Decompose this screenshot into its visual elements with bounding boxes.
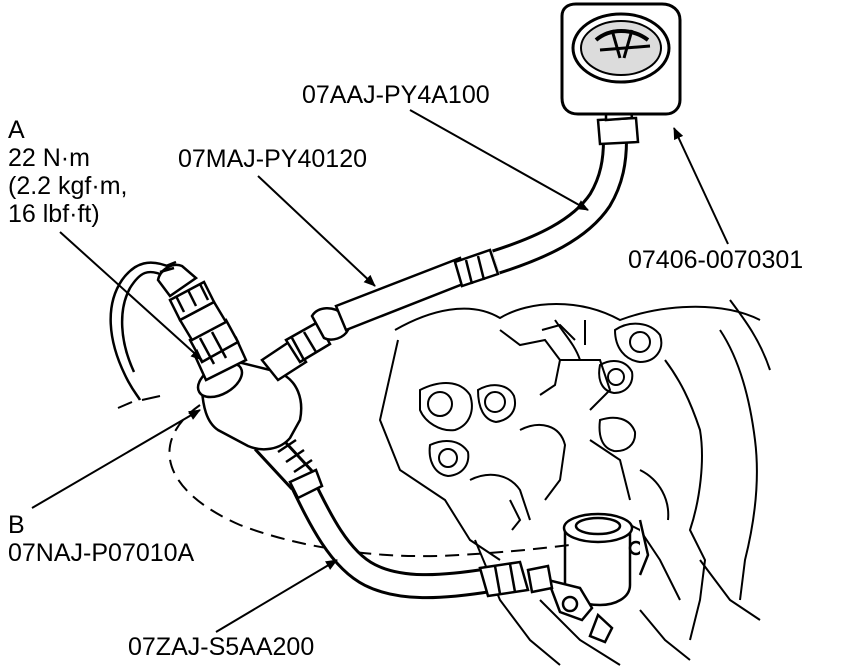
callout-b: B 07NAJ-P07010A	[8, 511, 194, 567]
engine-body	[378, 299, 771, 666]
pressure-gauge	[560, 2, 682, 116]
gauge-hose	[492, 100, 640, 275]
callout-a-torque-lbfft: 16 lbf·ft)	[8, 200, 100, 228]
fitting-b	[156, 260, 332, 451]
callout-lower-hose: 07ZAJ-S5AA200	[128, 633, 315, 661]
leader-b	[31, 409, 201, 509]
leader-0070301	[673, 127, 729, 245]
reservoir	[545, 512, 650, 644]
leader-s5aa200	[215, 559, 338, 633]
callout-a-letter: A	[8, 116, 25, 144]
callout-adapter-hose: 07MAJ-PY40120	[178, 145, 368, 173]
leader-py4a100	[409, 109, 589, 211]
callout-gauge: 07406-0070301	[628, 246, 804, 274]
callout-gauge-hose: 07AAJ-PY4A100	[302, 81, 490, 109]
callout-a: A 22 N·m (2.2 kgf·m, 16 lbf·ft)	[8, 116, 127, 228]
callout-a-torque-kgfm: (2.2 kgf·m,	[8, 172, 128, 200]
leader-a	[59, 231, 203, 361]
leader-py40120	[257, 175, 376, 287]
adapter-hose	[310, 248, 500, 341]
callout-a-torque-nm: 22 N·m	[8, 144, 90, 172]
callout-b-letter: B	[8, 511, 25, 539]
sensor-wire	[109, 261, 173, 401]
callout-b-part: 07NAJ-P07010A	[8, 539, 195, 567]
lower-hose	[253, 429, 554, 600]
dashed-outline	[168, 404, 571, 558]
leader-lines	[31, 109, 729, 633]
